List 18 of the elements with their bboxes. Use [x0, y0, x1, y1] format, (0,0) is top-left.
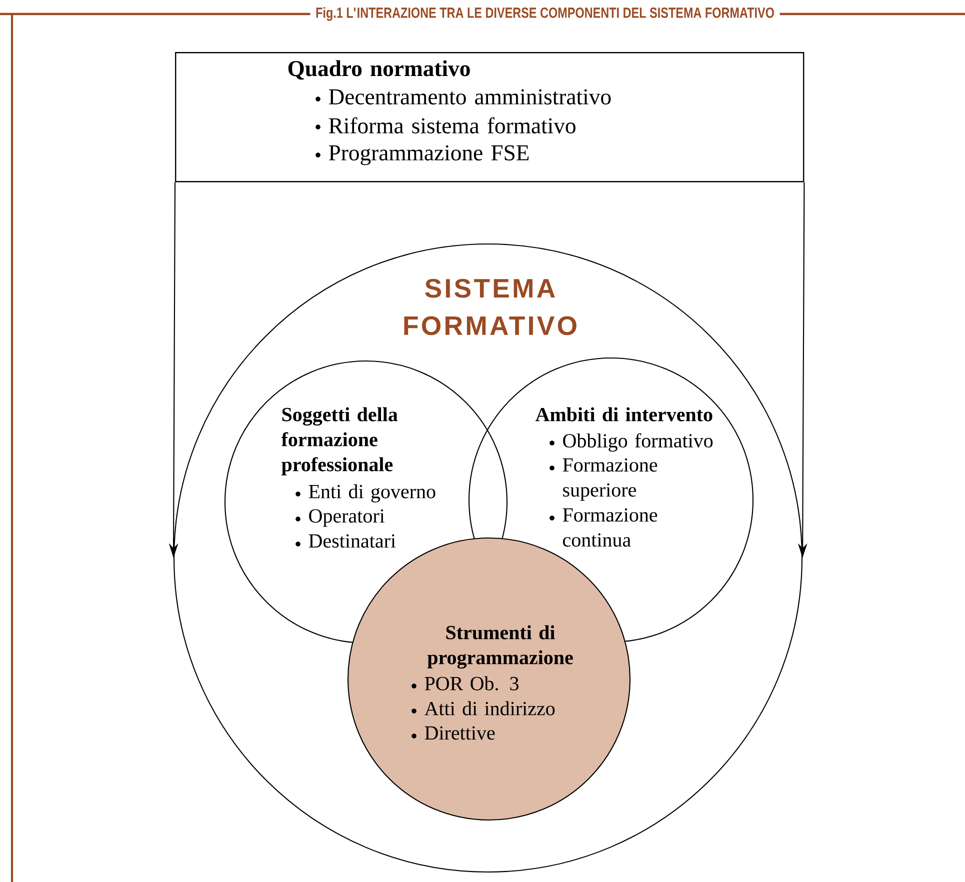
bullet-item: Formazione superiore [550, 458, 658, 501]
bullet-item: Programmazione FSE [316, 145, 529, 166]
heading-text: Soggetti della formazione professionale [281, 407, 398, 476]
bullet-item: Atti di indirizzo [412, 701, 555, 716]
bullet-item: Riforma sistema formativo [316, 117, 576, 134]
heading-text: Strumenti di programmazione [427, 625, 573, 669]
bullet-item: Formazione continua [550, 508, 658, 547]
bullet-item: Operatori [296, 509, 385, 527]
bullet-item: Destinatari [296, 534, 396, 548]
bullet-item: Obbligo formativo [550, 433, 713, 452]
circle-title: SISTEMA FORMATIVO [404, 278, 576, 336]
heading-text: Quadro normativo [288, 60, 470, 80]
bullet-item: Direttive [412, 726, 495, 740]
bullet-item: Enti di governo [296, 484, 436, 502]
heading-text: Ambiti di intervento [535, 407, 712, 422]
figure-title: Fig.1 L'INTERAZIONE TRA LE DIVERSE COMPONENTI DEL SISTEMA FORMATIVO [310, 2, 780, 26]
bullet-item: POR Ob. 3 [412, 676, 518, 690]
bullet-item: Decentramento amministrativo [316, 89, 611, 104]
